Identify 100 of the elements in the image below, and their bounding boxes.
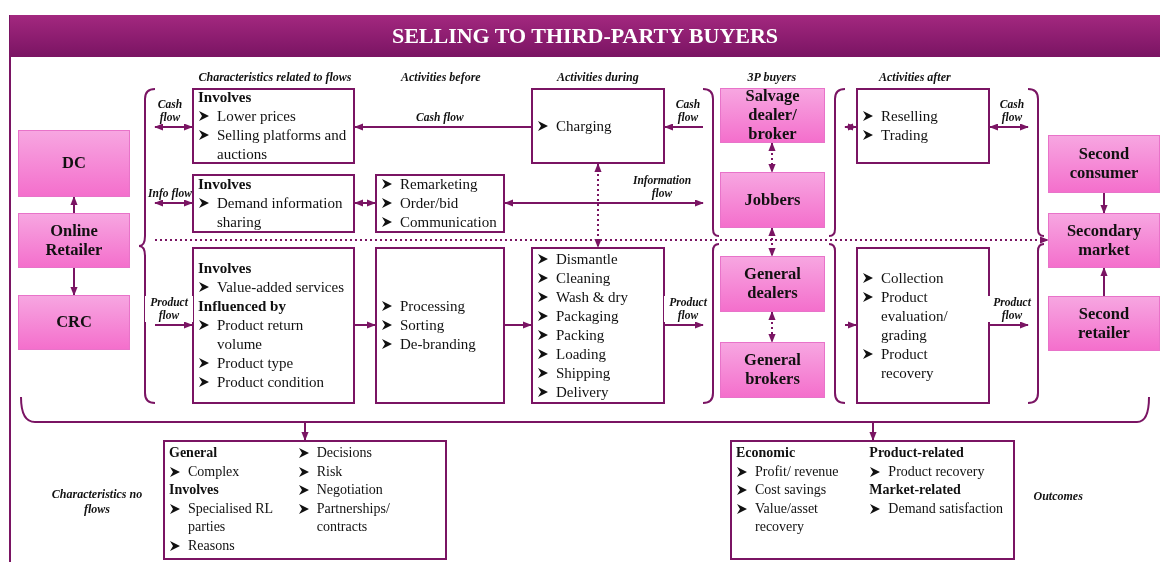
entity-box bbox=[18, 295, 130, 350]
list-box bbox=[192, 174, 355, 233]
arrow bbox=[989, 321, 1029, 329]
list-item-text: Product return volume bbox=[217, 316, 305, 354]
list-box bbox=[531, 247, 665, 404]
list-box bbox=[856, 88, 990, 164]
box-label: General dealers bbox=[743, 265, 802, 303]
arrow bbox=[70, 196, 78, 214]
arrow bbox=[354, 321, 376, 329]
box-label: Jobbers bbox=[744, 190, 801, 210]
list-item-text: Product condition bbox=[217, 373, 325, 392]
entity-box bbox=[18, 213, 130, 268]
list-item-text: Remarketing bbox=[400, 175, 478, 194]
entity-box bbox=[720, 88, 825, 143]
list-item-text: Demand information sharing bbox=[217, 194, 344, 232]
double-arrow bbox=[989, 123, 1029, 131]
list-item-text: Communication bbox=[400, 213, 497, 232]
list-item-text: Trading bbox=[881, 126, 928, 145]
double-arrow bbox=[504, 199, 704, 207]
list-box bbox=[856, 247, 990, 404]
list-heading: Involves bbox=[169, 481, 220, 499]
box-label: Second consumer bbox=[1068, 145, 1140, 183]
list-heading: Market-related bbox=[869, 481, 962, 499]
list-item-text: Decisions bbox=[316, 444, 372, 462]
curly-brace bbox=[829, 88, 845, 237]
arrow bbox=[504, 321, 532, 329]
double-arrow bbox=[154, 199, 193, 207]
list-item-text: Complex bbox=[188, 462, 240, 481]
arrow bbox=[301, 422, 309, 441]
entity-box bbox=[720, 342, 825, 398]
list-box bbox=[730, 440, 1015, 560]
list-item-text: Sorting bbox=[400, 316, 445, 335]
section-heading: 3P buyers bbox=[747, 70, 797, 85]
arrow bbox=[1100, 267, 1108, 297]
dotted-arrow bbox=[154, 236, 1049, 244]
list-item-text: Product recovery bbox=[888, 462, 985, 481]
list-item-text: Wash & dry bbox=[556, 287, 629, 307]
entity-box bbox=[720, 172, 825, 228]
double-arrow bbox=[354, 199, 376, 207]
list-heading: Involves bbox=[198, 175, 253, 194]
box-label: Salvage dealer/ broker bbox=[744, 87, 801, 144]
dotted-arrow bbox=[768, 142, 776, 173]
list-item-text: Shipping bbox=[556, 363, 611, 383]
list-item-text: Cost savings bbox=[755, 481, 827, 499]
list-heading: Economic bbox=[736, 444, 797, 462]
list-item-text: Loading bbox=[556, 344, 606, 364]
edge-label: Cash flow bbox=[416, 111, 464, 124]
box-label: Secondary market bbox=[1065, 221, 1143, 260]
section-heading: Outcomes bbox=[1033, 489, 1083, 504]
list-item-text: Cleaning bbox=[556, 268, 611, 288]
list-box bbox=[375, 174, 505, 233]
entity-box bbox=[1048, 296, 1160, 351]
entity-box bbox=[1048, 135, 1160, 193]
section-heading: Activities before bbox=[401, 70, 481, 85]
entity-box bbox=[1048, 213, 1160, 268]
curly-brace bbox=[1028, 88, 1044, 237]
list-item-text: Negotiation bbox=[316, 481, 383, 499]
list-item-text: Risk bbox=[316, 462, 343, 481]
list-box bbox=[375, 247, 505, 404]
box-label: General brokers bbox=[743, 351, 802, 389]
list-item-text: Product recovery bbox=[881, 344, 935, 383]
dotted-arrow bbox=[768, 311, 776, 343]
list-box bbox=[192, 247, 355, 404]
list-item-text: De-branding bbox=[400, 335, 476, 354]
section-heading: Characteristics no flows bbox=[50, 487, 144, 517]
arrow bbox=[354, 123, 532, 131]
list-item-text: Profit/ revenue bbox=[755, 462, 839, 481]
list-heading: Involves bbox=[198, 88, 253, 107]
list-heading: Influenced by bbox=[198, 297, 287, 316]
list-item-text: Order/bid bbox=[400, 194, 459, 213]
list-item-text: Value-added services bbox=[217, 278, 345, 297]
list-heading: Involves bbox=[198, 259, 253, 278]
list-heading: Product-related bbox=[869, 444, 965, 462]
arrow bbox=[664, 123, 704, 131]
edge-label: Info flow bbox=[148, 187, 192, 200]
arrow bbox=[869, 422, 877, 441]
arrow bbox=[664, 321, 704, 329]
box-label: Second retailer bbox=[1077, 304, 1131, 343]
list-item-text: Charging bbox=[556, 116, 612, 136]
list-item-text: Partnerships/ contracts bbox=[316, 499, 391, 536]
arrow bbox=[844, 321, 857, 329]
list-item-text: Packing bbox=[556, 325, 605, 345]
box-label: CRC bbox=[56, 313, 92, 332]
list-item-text: Processing bbox=[400, 297, 465, 316]
list-item-text: Product type bbox=[217, 354, 294, 373]
double-arrow bbox=[154, 123, 193, 131]
curly-brace bbox=[829, 243, 845, 404]
box-label: Online Retailer bbox=[44, 221, 104, 260]
title-banner: SELLING TO THIRD-PARTY BUYERS bbox=[10, 15, 1160, 57]
list-item-text: Lower prices bbox=[217, 107, 296, 126]
list-box bbox=[531, 88, 665, 164]
box-label: DC bbox=[62, 154, 86, 173]
curly-brace bbox=[703, 88, 719, 237]
list-item-text: Dismantle bbox=[556, 249, 618, 269]
list-box bbox=[192, 88, 355, 164]
dotted-arrow bbox=[594, 163, 602, 248]
list-item-text: Product evaluation/ grading bbox=[881, 287, 949, 345]
edge-label: Product flow bbox=[145, 296, 193, 322]
list-box bbox=[163, 440, 447, 560]
entity-box bbox=[720, 256, 825, 312]
